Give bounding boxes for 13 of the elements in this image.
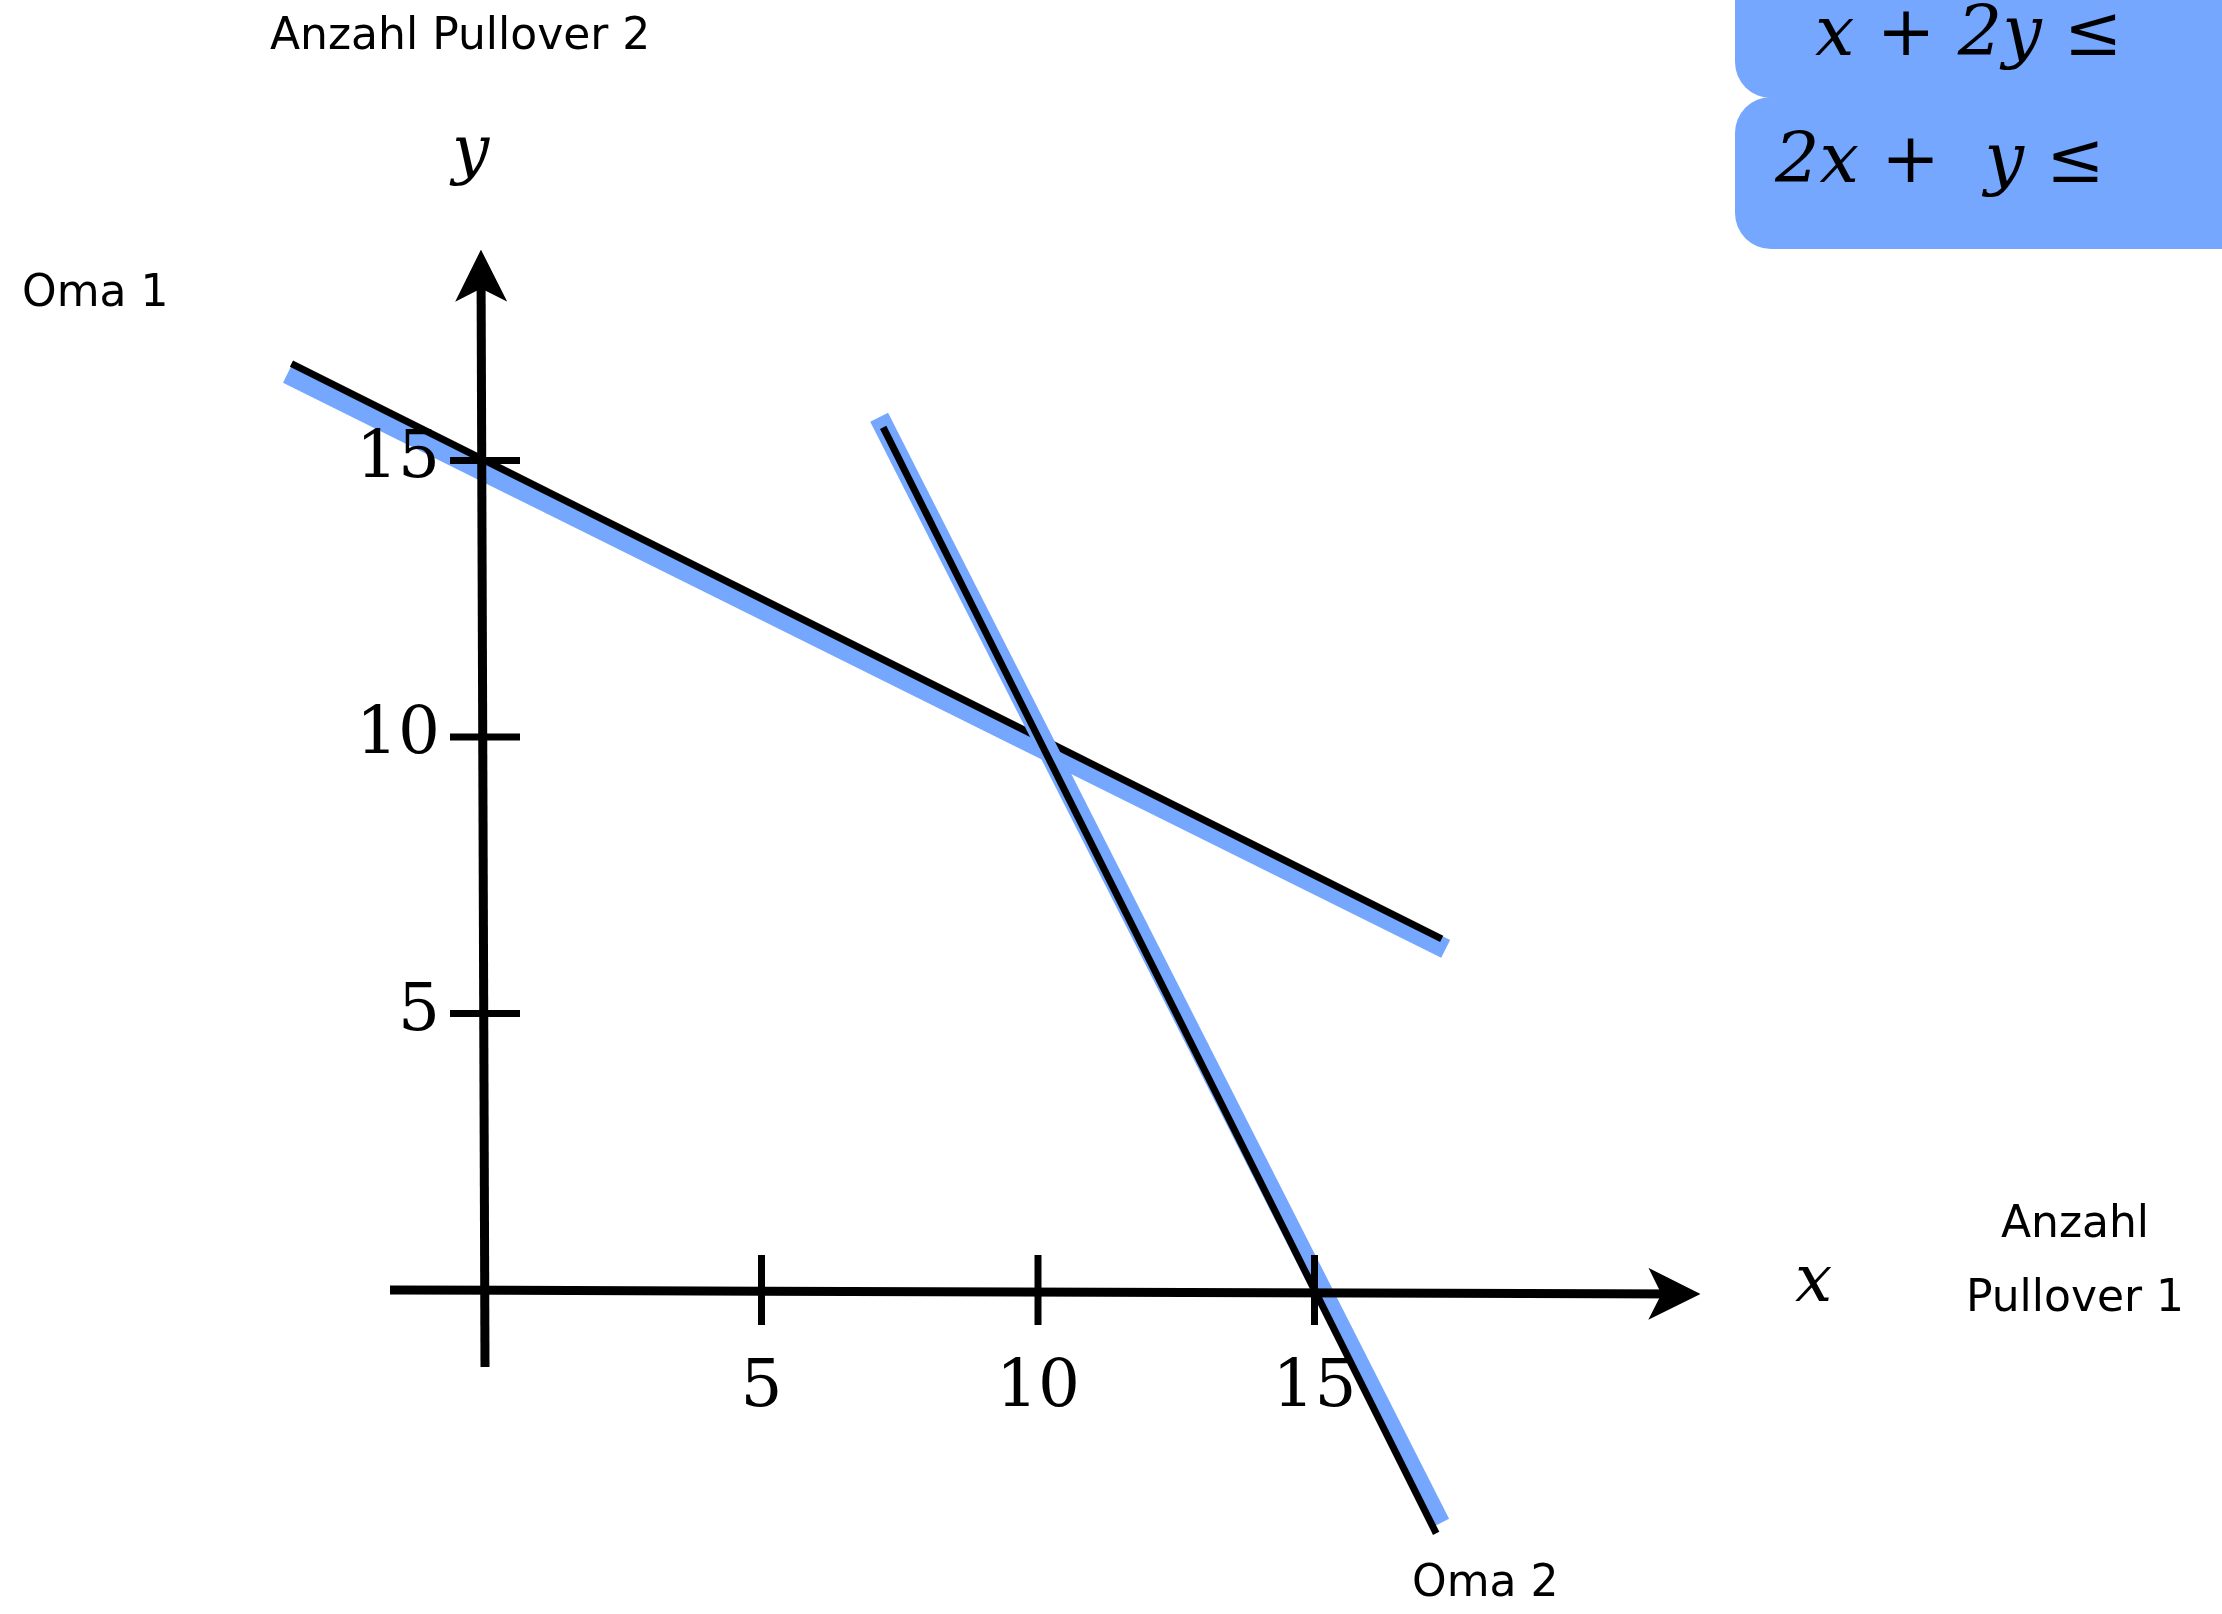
line-label: Oma 1	[22, 265, 169, 316]
tick-label: 15	[1271, 1345, 1358, 1422]
axis-variable: x	[1795, 1240, 1833, 1317]
tick-label: 5	[739, 1345, 784, 1422]
axis-title: Anzahl Pullover 1	[1964, 1195, 2186, 1323]
axis-title: Anzahl Pullover 2	[270, 8, 651, 59]
formula-box	[1735, 97, 2222, 249]
tick-label: 5	[397, 968, 440, 1046]
inequality: x + 2y ≤	[1815, 0, 2123, 72]
tick-label: 10	[355, 692, 440, 769]
inequality: 2x + y ≤	[1775, 117, 2105, 199]
tick-label: 10	[995, 1345, 1081, 1422]
line-label: Oma 2	[1412, 1555, 1559, 1606]
